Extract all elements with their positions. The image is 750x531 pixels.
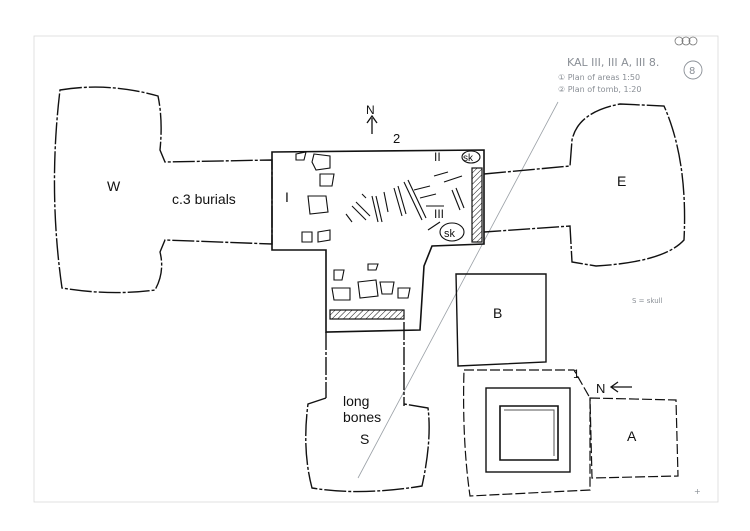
area-structure-inner — [499, 405, 559, 461]
chamber-w-label: W — [107, 178, 121, 194]
east-blocking-slab — [471, 167, 483, 243]
north-arrow-icon — [366, 114, 378, 134]
skull-burial-ii — [461, 150, 481, 164]
area-structure-inner-shadow — [504, 409, 555, 456]
area-a-label: A — [627, 428, 637, 444]
s-note-line-1: long — [343, 393, 369, 409]
skull-key: S = skull — [632, 297, 663, 305]
legend-line-1: ① Plan of areas 1:50 — [558, 73, 640, 82]
burial-iii-label: III — [434, 207, 444, 221]
paper-edge — [33, 35, 719, 503]
north-label-plan-2: N — [366, 103, 375, 117]
pencil-guide-line — [357, 101, 559, 479]
skull-label-iii: sk — [444, 228, 456, 240]
area-enclosure-outline — [463, 369, 591, 497]
burial-ii-label: II — [434, 150, 441, 164]
skull-burial-iii — [439, 222, 465, 242]
chamber-stones — [295, 151, 411, 301]
s-note-line-2: bones — [343, 409, 381, 425]
central-chamber-outline — [271, 149, 485, 333]
chamber-s-outline — [305, 397, 430, 493]
site-code: KAL III, III A, III 8. — [567, 56, 659, 69]
north-label-plan-1: N — [596, 381, 605, 396]
chamber-s-label: S — [360, 431, 369, 447]
sheet-number: 8 — [689, 66, 695, 77]
w-burials-note: c.3 burials — [172, 191, 236, 207]
chamber-e-label: E — [617, 173, 626, 189]
south-blocking-slab — [329, 309, 405, 320]
area-a-outline — [589, 397, 679, 479]
plan-1-number: 1 — [573, 367, 580, 381]
chamber-w-outline — [53, 86, 273, 294]
area-b-label: B — [493, 305, 502, 321]
legend-line-2: ② Plan of tomb, 1:20 — [558, 85, 641, 94]
skeletal-remains — [345, 171, 465, 231]
corner-stamp — [674, 36, 698, 46]
area-structure-outer — [485, 387, 571, 473]
corner-mark: + — [694, 487, 701, 496]
sheet-number-circle — [683, 60, 703, 80]
plan-2-number: 2 — [393, 131, 400, 146]
area-b-outline — [455, 273, 547, 367]
burial-i-label: I — [285, 189, 289, 205]
skull-label-ii: sk — [463, 153, 474, 164]
north-arrow-icon-plan-1 — [609, 381, 632, 393]
chamber-e-outline — [483, 103, 686, 267]
